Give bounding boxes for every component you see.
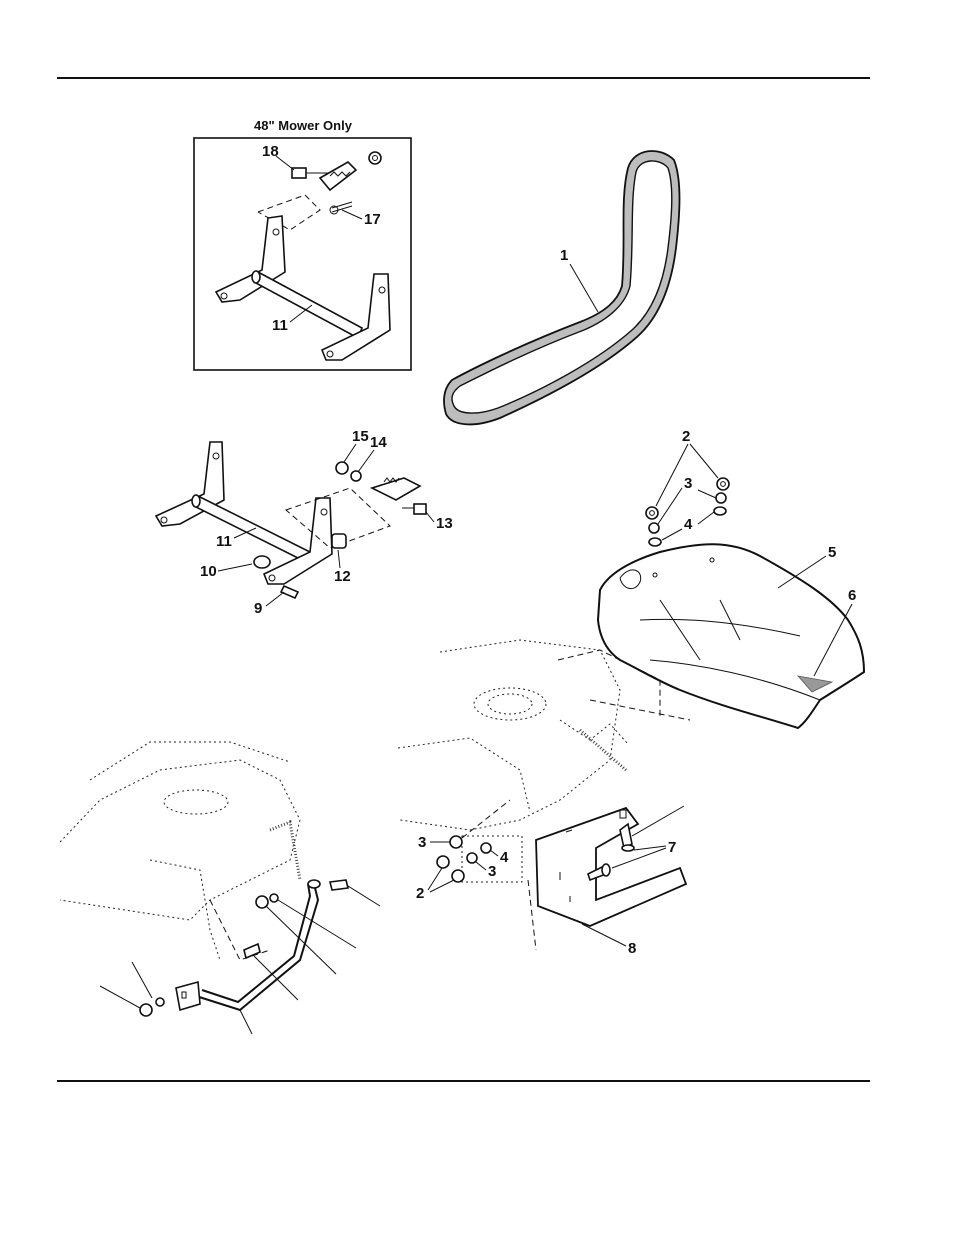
callout-2-upper: 2 [682, 428, 690, 445]
leader-15 [344, 444, 356, 462]
leader-17 [342, 210, 362, 219]
idler-bracket-assembly [156, 442, 426, 598]
leader-unlabeled-g [100, 986, 140, 1008]
callout-12: 12 [334, 568, 351, 585]
callout-6: 6 [848, 587, 856, 604]
leader-10 [218, 564, 252, 571]
leader-1 [570, 264, 598, 312]
leader-unlabeled-f [132, 962, 152, 998]
bracket-hardware-stack [437, 800, 510, 882]
mower-deck-left [60, 742, 348, 1016]
callout-5: 5 [828, 544, 836, 561]
callout-2-lower: 2 [416, 885, 424, 902]
leader-9 [266, 592, 284, 606]
callout-7: 7 [668, 839, 676, 856]
callout-14: 14 [370, 434, 387, 451]
leader-14 [358, 450, 374, 472]
leader-unlabeled-e [240, 1010, 252, 1034]
leader-8 [582, 924, 626, 946]
leader-4-lower [490, 850, 498, 856]
callout-3-upper: 3 [684, 475, 692, 492]
belt-guard-bracket [528, 808, 686, 950]
leader-unlabeled-a [348, 886, 380, 906]
leader-13 [426, 512, 434, 522]
callout-15: 15 [352, 428, 369, 445]
leader-7-top [632, 806, 684, 836]
callout-1: 1 [560, 247, 568, 264]
callout-18: 18 [262, 143, 279, 160]
inset-bracket-assembly [216, 152, 390, 360]
leader-7 [612, 846, 666, 868]
inset-title: 48" Mower Only [254, 118, 353, 133]
deflector-shield [598, 544, 864, 728]
leader-3-lower-right [476, 862, 486, 870]
callout-4-upper: 4 [684, 516, 693, 533]
callout-4-lower: 4 [500, 849, 509, 866]
leader-unlabeled-c [266, 906, 336, 974]
callout-11: 11 [216, 533, 232, 550]
callout-17: 17 [364, 211, 381, 228]
leader-2-lower [428, 868, 454, 892]
callout-9: 9 [254, 600, 262, 617]
drive-belt [444, 151, 680, 424]
callout-3-lower-right: 3 [488, 863, 496, 880]
leader-18 [276, 156, 294, 170]
callout-11-inset: 11 [272, 317, 288, 334]
callout-13: 13 [436, 515, 453, 532]
callout-8: 8 [628, 940, 636, 957]
leader-unlabeled-b [278, 900, 356, 948]
leader-12 [338, 550, 340, 568]
callout-10: 10 [200, 563, 217, 580]
callout-3-lower-left: 3 [418, 834, 426, 851]
